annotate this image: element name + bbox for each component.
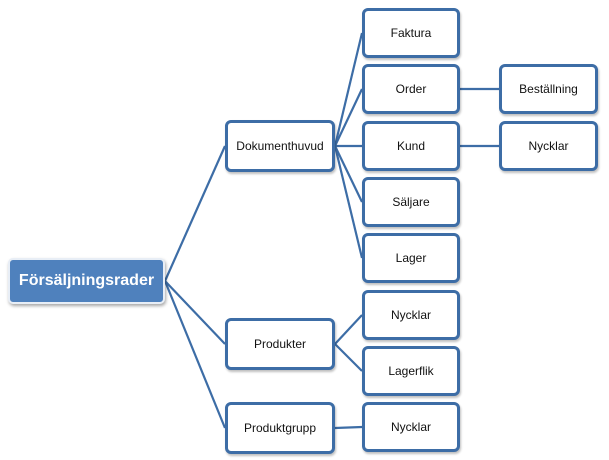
connector-root-prod	[164, 280, 226, 345]
node-label: Produktgrupp	[243, 421, 317, 435]
root-node-forsaljningsrader[interactable]: Försäljningsrader	[8, 258, 165, 304]
connector-prod-lagerflik	[334, 343, 363, 372]
node-lagerflik[interactable]: Lagerflik	[362, 346, 460, 396]
node-label: Order	[395, 82, 427, 96]
node-dokumenthuvud[interactable]: Dokumenthuvud	[225, 120, 335, 172]
node-label: Dokumenthuvud	[236, 139, 324, 153]
node-produktgrupp[interactable]: Produktgrupp	[225, 402, 335, 454]
node-label: Säljare	[392, 195, 430, 209]
node-label: Produkter	[253, 337, 307, 351]
connector-dok-saljare	[334, 145, 363, 203]
node-label: Kund	[396, 139, 426, 153]
connector-dok-faktura	[333, 32, 364, 147]
connector-root-dok	[163, 145, 227, 282]
node-kund[interactable]: Kund	[362, 121, 460, 171]
node-label: Försäljningsrader	[18, 272, 155, 289]
connector-pgrp-pgrp_nycklar	[334, 425, 363, 430]
node-lager[interactable]: Lager	[362, 233, 460, 283]
connector-dok-lager	[333, 145, 364, 259]
node-label: Lager	[395, 251, 427, 265]
node-faktura[interactable]: Faktura	[362, 8, 460, 58]
connector-prod-prod_nycklar	[334, 314, 363, 345]
node-order[interactable]: Order	[362, 64, 460, 114]
node-label: Beställning	[519, 82, 578, 96]
node-label: Faktura	[390, 26, 432, 40]
node-label: Nycklar	[528, 139, 569, 153]
node-produktgrupp-nycklar[interactable]: Nycklar	[362, 402, 460, 452]
node-produkter-nycklar[interactable]: Nycklar	[362, 290, 460, 340]
node-kund-nycklar[interactable]: Nycklar	[499, 121, 598, 171]
node-saljare[interactable]: Säljare	[362, 177, 460, 227]
node-produkter[interactable]: Produkter	[225, 318, 335, 370]
connector-dok-order	[334, 88, 363, 147]
connector-root-pgrp	[163, 280, 227, 429]
node-label: Nycklar	[390, 420, 431, 434]
node-label: Nycklar	[390, 308, 431, 322]
node-label: Lagerflik	[388, 364, 434, 378]
node-bestallning[interactable]: Beställning	[499, 64, 598, 114]
